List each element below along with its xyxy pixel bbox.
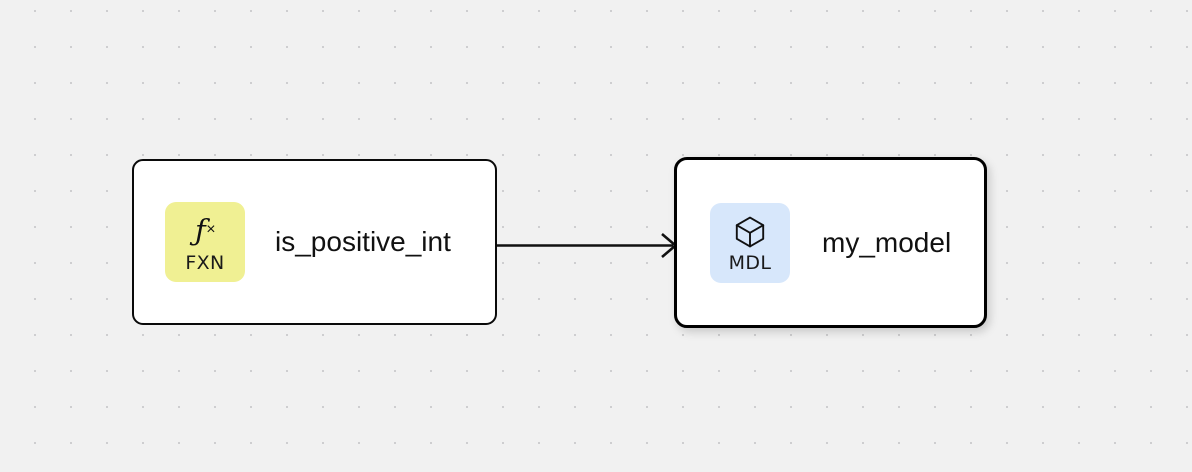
node-type-code-label: FXN — [185, 252, 225, 274]
graph-node-my_model[interactable]: MDL my_model — [674, 157, 987, 328]
node-type-badge-mdl: MDL — [710, 202, 790, 283]
node-type-code-label: MDL — [728, 251, 772, 274]
cube-icon — [732, 213, 768, 251]
fx-glyph-main: ƒ — [194, 212, 206, 247]
node-type-badge-fxn: ƒ× FXN — [165, 202, 245, 282]
edge-is_positive_int-my_model[interactable] — [497, 233, 678, 258]
fx-glyph-sub: × — [206, 221, 216, 238]
graph-node-is_positive_int[interactable]: ƒ× FXN is_positive_int — [132, 159, 497, 325]
node-title-is_positive_int: is_positive_int — [275, 226, 451, 257]
node-title-my_model: my_model — [822, 226, 952, 258]
function-fx-icon: ƒ× — [194, 211, 216, 251]
